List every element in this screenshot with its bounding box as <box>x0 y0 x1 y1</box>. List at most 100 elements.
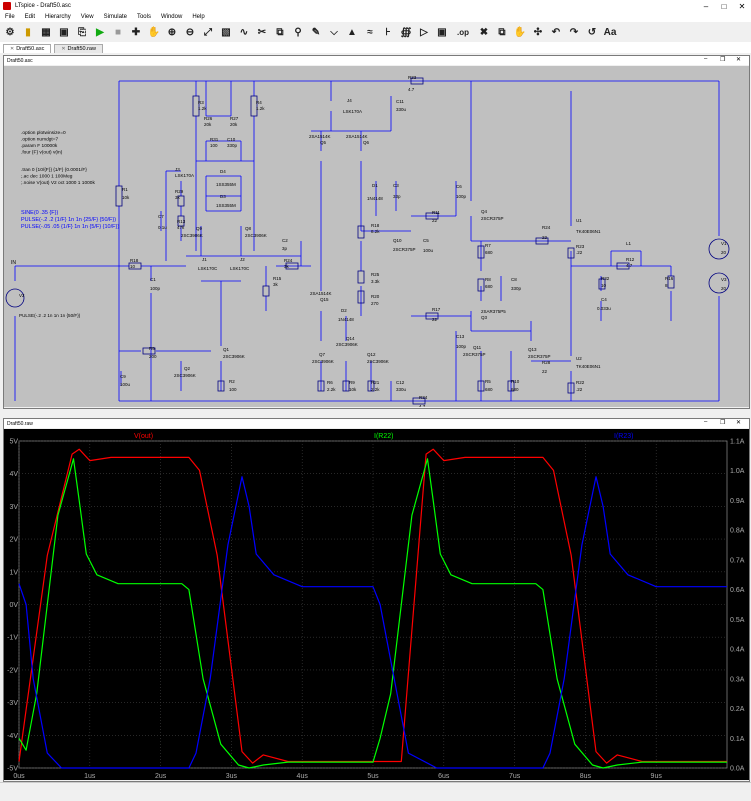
find-icon[interactable]: ⚲ <box>294 26 302 38</box>
status-bar <box>0 782 751 801</box>
maximize-button[interactable]: □ <box>721 1 727 11</box>
close-icon[interactable]: ✕ <box>736 420 742 426</box>
waveform-title: Draft50.raw <box>7 420 33 427</box>
component-label: 100p <box>456 344 467 349</box>
autorange-icon[interactable]: ▧ <box>221 26 231 38</box>
menu-simulate[interactable]: Simulate <box>103 14 127 20</box>
waveform-icon[interactable]: ∿ <box>239 26 249 38</box>
trace-legend-label[interactable]: V(out) <box>134 433 153 440</box>
undo-icon[interactable]: ↶ <box>551 26 561 38</box>
trace-i-r22[interactable] <box>18 458 727 769</box>
spice-directive[interactable]: .option numdgt=7 <box>21 137 59 143</box>
tab-close-icon[interactable]: ✕ <box>10 46 15 52</box>
wire-icon[interactable]: ✎ <box>311 26 321 38</box>
component-label: 2SA1514K <box>310 291 332 296</box>
diode-icon[interactable]: ▷ <box>420 26 428 38</box>
spice-directive[interactable]: .tran 0 {10/{F}} {1/F} {0.0001/F} <box>21 167 87 173</box>
open-folder-icon[interactable]: ▮ <box>25 26 31 38</box>
source-definition[interactable]: PULSE(-.05 .05 {1/F} 1n 1n {5/F} {10/F}) <box>21 224 119 230</box>
rotate-icon[interactable]: ↺ <box>587 26 597 38</box>
component-label: 100p <box>456 194 467 199</box>
menu-window[interactable]: Window <box>160 14 183 20</box>
label-net-icon[interactable]: ▲ <box>347 26 357 38</box>
zoom-full-icon[interactable]: ⤢ <box>204 26 212 38</box>
menu-bar: File Edit Hierarchy View Simulate Tools … <box>0 12 751 22</box>
text-icon[interactable]: Aa <box>603 26 617 38</box>
tab-waveform[interactable]: ✕ Draft50.raw <box>54 44 103 53</box>
delete-icon[interactable]: ✖ <box>479 26 489 38</box>
tab-schematic[interactable]: ✕ Draft50.asc <box>3 44 52 53</box>
minimize-button[interactable]: – <box>703 1 709 11</box>
component-label: R11 <box>432 210 440 215</box>
spice-directive[interactable]: .four {F} v(out) v(in) <box>21 150 63 156</box>
drag-icon[interactable]: ✣ <box>533 26 543 38</box>
zoom-fit-icon[interactable]: ✚ <box>131 26 141 38</box>
save-icon[interactable]: ▦ <box>41 26 51 38</box>
print-icon[interactable]: ⎘ <box>78 26 86 38</box>
spice-directive[interactable]: ;.ac dec 1000 1 100Meg <box>21 174 73 180</box>
halt-icon[interactable]: ■ <box>114 26 122 38</box>
capacitor-icon[interactable]: ⊦ <box>385 26 391 38</box>
spice-directive[interactable]: .option plotwinsize=0 <box>21 130 66 136</box>
component-label: 2SA1514K <box>346 134 368 139</box>
inductor-icon[interactable]: ∰ <box>400 26 412 38</box>
component-icon[interactable]: ▣ <box>437 26 447 38</box>
settings-gear-icon[interactable]: ⚙ <box>5 26 15 38</box>
restore-icon[interactable]: ❐ <box>720 420 726 426</box>
zoom-out-icon[interactable]: ⊖ <box>185 26 195 38</box>
minimize-icon[interactable]: – <box>704 56 708 62</box>
component-label: R3 <box>198 100 204 105</box>
menu-file[interactable]: File <box>5 14 15 20</box>
x-tick-label: 4us <box>297 773 309 780</box>
tab-label: Draft50.asc <box>16 46 45 52</box>
menu-view[interactable]: View <box>80 14 94 20</box>
ground-icon[interactable]: ⌵ <box>330 26 338 38</box>
resistor-icon[interactable]: ≈ <box>367 26 373 38</box>
control-panel-icon[interactable]: ▣ <box>59 26 69 38</box>
trace-legend-label[interactable]: I(R22) <box>374 433 393 440</box>
component-label: R16 <box>665 276 674 281</box>
close-window-button[interactable]: ✕ <box>738 1 746 11</box>
spice-directive-icon[interactable]: .op <box>457 27 469 37</box>
component-label: 3k <box>284 264 290 269</box>
component-label: Q12 <box>367 352 376 357</box>
duplicate-icon[interactable]: ⧉ <box>498 26 506 38</box>
schematic-window-header: Draft50.asc – ❐ ✕ <box>4 56 749 65</box>
source-definition[interactable]: PULSE(-.2 .2 {1/F} 1n 1n {25/F} {50/F}) <box>21 217 116 223</box>
run-icon[interactable]: ▶ <box>96 26 104 38</box>
menu-edit[interactable]: Edit <box>24 14 36 20</box>
component-label: 2SA1514K <box>309 134 331 139</box>
component-label: J3 <box>175 167 180 172</box>
menu-help[interactable]: Help <box>192 14 205 20</box>
minimize-icon[interactable]: – <box>704 419 708 425</box>
y-left-tick-label: 4V <box>9 471 18 478</box>
component-label: 10k <box>122 195 130 200</box>
cut-icon[interactable]: ✂ <box>257 26 267 38</box>
component-label: R4 <box>256 100 262 105</box>
source-definition[interactable]: SINE(0 .35 {F}) <box>21 210 58 216</box>
toolbar: ⚙ ▮ ▦ ▣ ⎘ ▶ ■ ✚ ✋ ⊕ ⊖ ⤢ ▧ ∿ ✂ ⧉ ⚲ ✎ ⌵ ▲ … <box>0 22 751 43</box>
component-label: 2SC3906K <box>367 359 389 364</box>
close-icon[interactable]: ✕ <box>736 57 742 63</box>
zoom-pan-icon[interactable]: ✋ <box>147 26 161 38</box>
component-label: 3.3k <box>371 279 380 284</box>
y-right-tick-label: 0.7A <box>730 557 745 564</box>
menu-hierarchy[interactable]: Hierarchy <box>45 14 71 20</box>
redo-icon[interactable]: ↷ <box>569 26 579 38</box>
spice-directive[interactable]: .param F 10000k <box>21 143 58 149</box>
y-left-tick-label: 0V <box>9 602 18 609</box>
component-label: C3 <box>393 183 399 188</box>
copy-icon[interactable]: ⧉ <box>276 26 284 38</box>
trace-i-r23[interactable] <box>18 476 727 769</box>
zoom-in-icon[interactable]: ⊕ <box>167 26 177 38</box>
trace-legend-label[interactable]: I(R23) <box>614 433 633 440</box>
component-label: C1 <box>150 277 156 282</box>
menu-tools[interactable]: Tools <box>136 14 151 20</box>
spice-directive[interactable]: ;.noise V(out) V2 oct 1000 1 1000k <box>21 180 95 186</box>
move-icon[interactable]: ✋ <box>513 26 527 38</box>
component-label: Q2 <box>184 366 191 371</box>
tab-close-icon[interactable]: ✕ <box>61 46 66 52</box>
restore-icon[interactable]: ❐ <box>720 57 726 63</box>
